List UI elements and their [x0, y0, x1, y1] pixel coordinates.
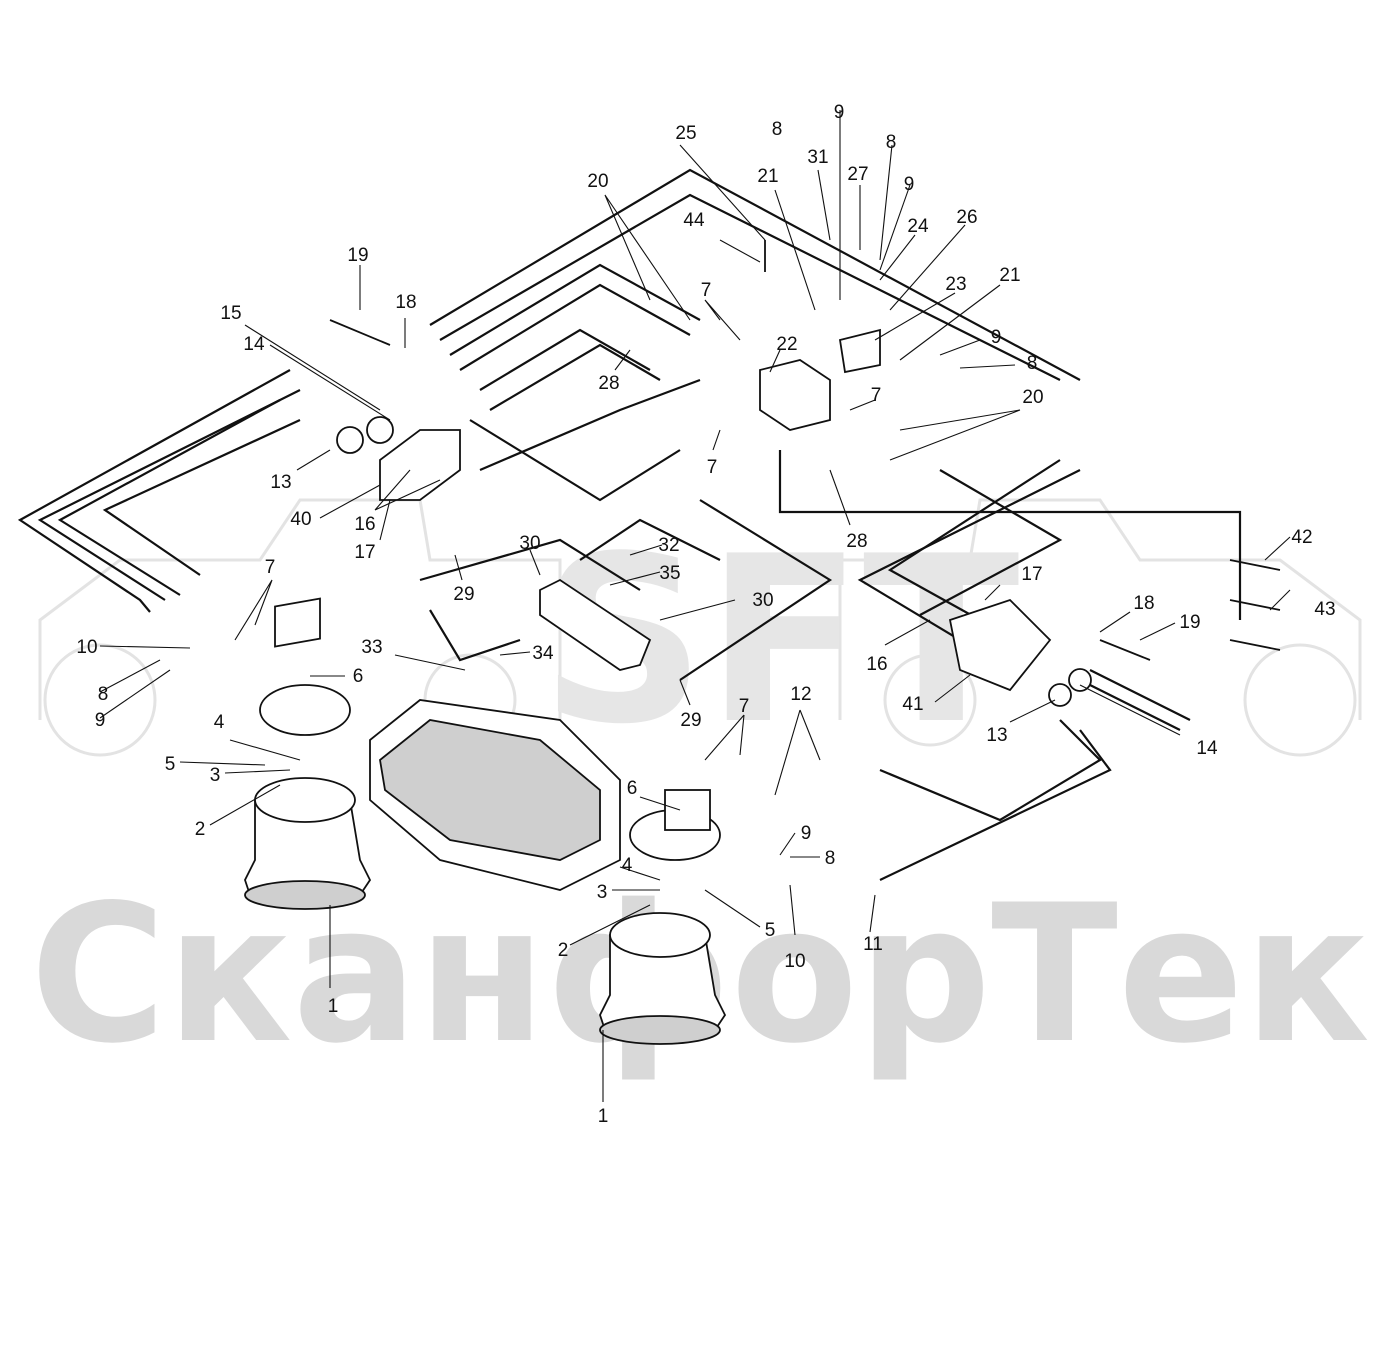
callout-26: 26	[956, 207, 977, 228]
callout-5: 5	[765, 920, 776, 941]
callout-2: 2	[195, 819, 206, 840]
callout-8: 8	[825, 848, 836, 869]
callout-10: 10	[784, 951, 805, 972]
callout-7: 7	[707, 457, 718, 478]
callout-16: 16	[354, 514, 375, 535]
callout-42: 42	[1291, 527, 1312, 548]
callout-19: 19	[347, 245, 368, 266]
watermark-tractor-outline	[38, 498, 1362, 757]
callout-1: 1	[328, 996, 339, 1017]
callout-5: 5	[165, 754, 176, 775]
callout-6: 6	[353, 666, 364, 687]
callout-7: 7	[265, 557, 276, 578]
control-valve-block	[369, 699, 621, 891]
right-motor-flange	[629, 789, 721, 861]
callout-21: 21	[999, 265, 1020, 286]
left-motor-flange	[259, 597, 351, 736]
hose-lines	[17, 168, 1242, 881]
callout-22: 22	[776, 334, 797, 355]
callout-35: 35	[659, 563, 680, 584]
callout-3: 3	[597, 882, 608, 903]
callout-2: 2	[558, 940, 569, 961]
distribution-bar	[539, 578, 652, 671]
callout-27: 27	[847, 164, 868, 185]
callout-19: 19	[1179, 612, 1200, 633]
callout-8: 8	[886, 132, 897, 153]
callout-9: 9	[904, 174, 915, 195]
callout-1: 1	[598, 1106, 609, 1127]
callout-30: 30	[519, 533, 540, 554]
callout-17: 17	[1021, 564, 1042, 585]
callout-18: 18	[395, 292, 416, 313]
callout-7: 7	[871, 385, 882, 406]
callout-10: 10	[76, 637, 97, 658]
callout-17: 17	[354, 542, 375, 563]
callout-25: 25	[675, 123, 696, 144]
callout-6: 6	[627, 778, 638, 799]
callout-33: 33	[361, 637, 382, 658]
callout-15: 15	[220, 303, 241, 324]
callout-29: 29	[453, 584, 474, 605]
callout-44: 44	[683, 210, 705, 231]
callout-21: 21	[757, 166, 778, 187]
callout-8: 8	[772, 119, 783, 140]
callout-13: 13	[270, 472, 291, 493]
callout-7: 7	[701, 280, 712, 301]
callout-34: 34	[532, 643, 554, 664]
right-bulkhead-plate	[948, 598, 1092, 707]
callout-16: 16	[866, 654, 887, 675]
callout-4: 4	[214, 712, 225, 733]
callout-31: 31	[807, 147, 828, 168]
callout-18: 18	[1133, 593, 1154, 614]
left-bulkhead-plate	[336, 416, 461, 501]
callout-4: 4	[622, 855, 633, 876]
callout-9: 9	[95, 710, 106, 731]
callout-8: 8	[98, 684, 109, 705]
leader-lines	[99, 110, 1291, 1102]
callout-13: 13	[986, 725, 1007, 746]
callout-30: 30	[752, 590, 773, 611]
callout-9: 9	[991, 327, 1002, 348]
right-travel-motor	[599, 912, 727, 1045]
callout-28: 28	[846, 531, 867, 552]
callout-12: 12	[790, 684, 811, 705]
callout-9: 9	[801, 823, 812, 844]
callout-23: 23	[945, 274, 966, 295]
callout-41: 41	[902, 694, 923, 715]
left-travel-motor	[244, 777, 372, 910]
callout-43: 43	[1314, 599, 1335, 620]
callout-7: 7	[739, 696, 750, 717]
callout-28: 28	[598, 373, 619, 394]
callout-8: 8	[1027, 353, 1038, 374]
callouts: 1 1 2 2 3 3 4 4 5 5 6 6 7 7 7 7 7 8 8 8 …	[76, 102, 1335, 1127]
swivel-manifold	[759, 328, 881, 431]
callout-40: 40	[290, 509, 311, 530]
callout-20: 20	[1022, 387, 1043, 408]
callout-14: 14	[1196, 738, 1218, 759]
callout-11: 11	[863, 934, 883, 955]
callout-3: 3	[210, 765, 221, 786]
callout-24: 24	[907, 216, 929, 237]
callout-29: 29	[680, 710, 701, 731]
callout-20: 20	[587, 171, 608, 192]
callout-32: 32	[658, 535, 679, 556]
callout-14: 14	[243, 334, 265, 355]
hose-clamps	[1229, 559, 1281, 651]
bolts	[329, 240, 1151, 661]
callout-9: 9	[834, 102, 845, 123]
